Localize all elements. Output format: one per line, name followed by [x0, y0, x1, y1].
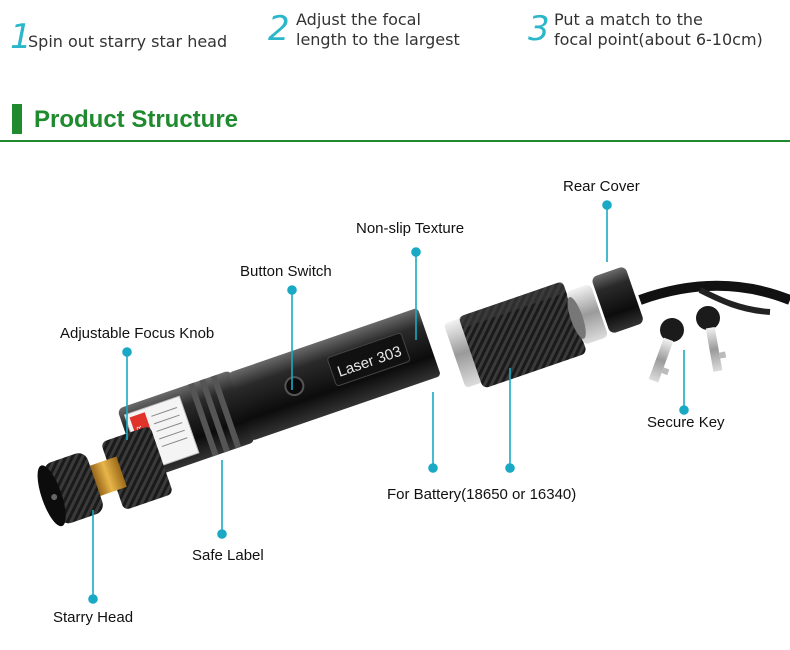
step-1-number: 1: [10, 17, 32, 57]
step-3-text-line-1: Put a match to the: [554, 10, 703, 29]
lanyard-strap: [638, 280, 790, 305]
model-plate: [327, 332, 411, 387]
callout-adjustable-focus-knob: Adjustable Focus Knob: [60, 325, 215, 342]
section-accent-bar: [12, 104, 22, 134]
callout-safe-label: Safe Label: [192, 547, 264, 564]
rear-cover: [592, 267, 643, 333]
callout-starry-head: Starry Head: [53, 609, 134, 626]
threaded-connector: [567, 284, 608, 344]
step-2-number: 2: [268, 9, 290, 49]
callout-non-slip-texture: Non-slip Texture: [356, 220, 465, 237]
step-2-text-line-1: Adjust the focal: [296, 10, 421, 29]
callout-for-battery: For Battery(18650 or 16340): [387, 486, 577, 503]
lanyard-strap-loop: [698, 287, 771, 315]
silver-ring: [444, 317, 486, 387]
callout-leaders: [88, 200, 689, 604]
callout-button-switch: Button Switch: [240, 263, 332, 280]
section-divider: [0, 140, 790, 142]
step-1-text: Spin out starry star head: [28, 32, 228, 51]
callout-rear-cover: Rear Cover: [563, 178, 640, 195]
callout-secure-key: Secure Key: [647, 414, 725, 431]
section-title: Product Structure: [34, 106, 239, 133]
brass-insert: [88, 456, 127, 497]
secure-key: [648, 318, 684, 383]
step-3-number: 3: [528, 9, 550, 49]
step-3-text-line-2: focal point(about 6-10cm): [554, 30, 763, 49]
step-2-text-line-2: length to the largest: [296, 30, 460, 49]
